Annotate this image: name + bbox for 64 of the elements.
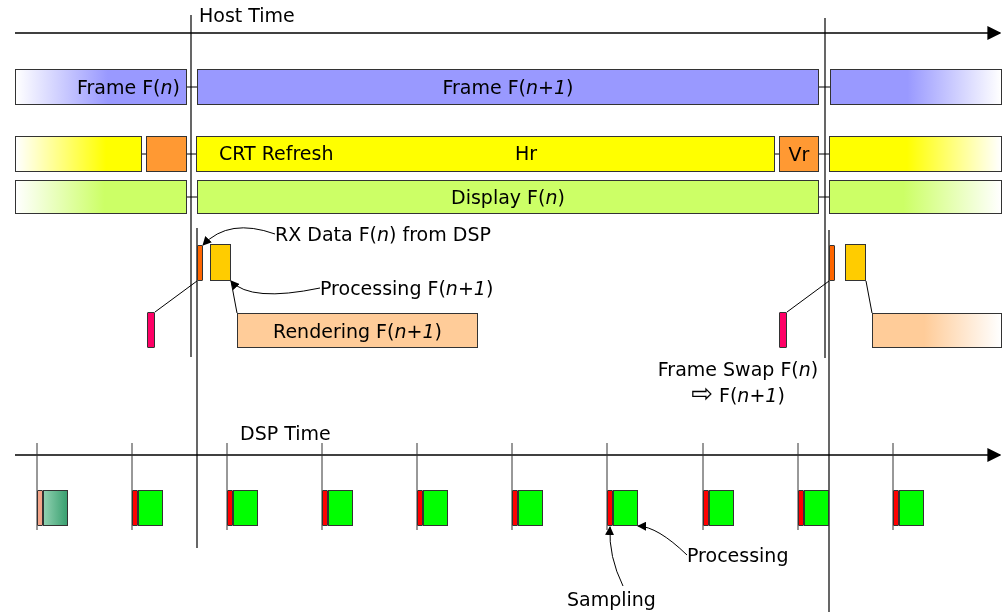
sample-marker [798, 490, 804, 526]
processing-block [613, 490, 638, 526]
pulse-marker [197, 245, 203, 281]
processing-block [804, 490, 829, 526]
processing-block [328, 490, 353, 526]
sample-marker [322, 490, 328, 526]
sample-marker [132, 490, 138, 526]
bar-label: Hr [515, 142, 538, 164]
processing-block [138, 490, 163, 526]
axis-title: Host Time [199, 4, 295, 26]
connector-line [186, 153, 197, 155]
frame-bar: Frame F(n+1) [197, 69, 819, 105]
frame-bar [830, 69, 1002, 105]
sample-marker [227, 490, 233, 526]
refresh-bar [196, 136, 775, 172]
pulse-marker [779, 312, 787, 348]
display-bar [829, 180, 1002, 214]
sample-marker [607, 490, 613, 526]
pulse-marker [147, 312, 155, 348]
callout-text: Processing [687, 542, 812, 568]
leader-arrow [637, 522, 688, 556]
display-bar [15, 180, 187, 214]
axis-title: DSP Time [240, 422, 331, 444]
connector-line [865, 280, 873, 314]
processing-block [899, 490, 924, 526]
processing-block [709, 490, 734, 526]
connector-line [141, 153, 147, 155]
processing-block [845, 244, 866, 281]
pulse-marker [829, 245, 835, 281]
connector-line [774, 153, 780, 155]
sample-marker [703, 490, 709, 526]
processing-block [423, 490, 448, 526]
refresh-bar: Vr [779, 136, 819, 172]
connector-line [230, 280, 238, 314]
processing-block [43, 490, 68, 526]
caption-text: Frame Swap F(n) ⇨ F(n+1) [656, 357, 820, 408]
leader-arrow [605, 526, 624, 587]
rendering-bar [872, 313, 1002, 348]
connector-line [818, 153, 830, 155]
sample-marker [893, 490, 899, 526]
sample-marker [512, 490, 518, 526]
callout-text: Processing F(n+1) [320, 274, 535, 302]
connector-line [818, 196, 830, 198]
callout-text: RX Data F(n) from DSP [275, 220, 545, 248]
bar-label: CRT Refresh [219, 142, 334, 164]
refresh-bar [15, 136, 142, 172]
frame-bar: Frame F(n) [15, 69, 187, 105]
processing-block [233, 490, 258, 526]
leader-arrow [202, 227, 276, 246]
connector-line [786, 280, 830, 313]
processing-block [518, 490, 543, 526]
connector-line [818, 86, 831, 88]
connector-line [186, 86, 198, 88]
refresh-bar [829, 136, 1002, 172]
connector-line [154, 280, 198, 313]
display-bar: Display F(n) [197, 180, 819, 214]
sample-marker [37, 490, 43, 526]
rendering-bar: Rendering F(n+1) [237, 313, 478, 348]
sample-marker [417, 490, 423, 526]
processing-block [210, 244, 231, 281]
refresh-bar [146, 136, 187, 172]
callout-text: Sampling [567, 586, 679, 612]
leader-arrow [230, 280, 321, 295]
connector-line [186, 196, 198, 198]
